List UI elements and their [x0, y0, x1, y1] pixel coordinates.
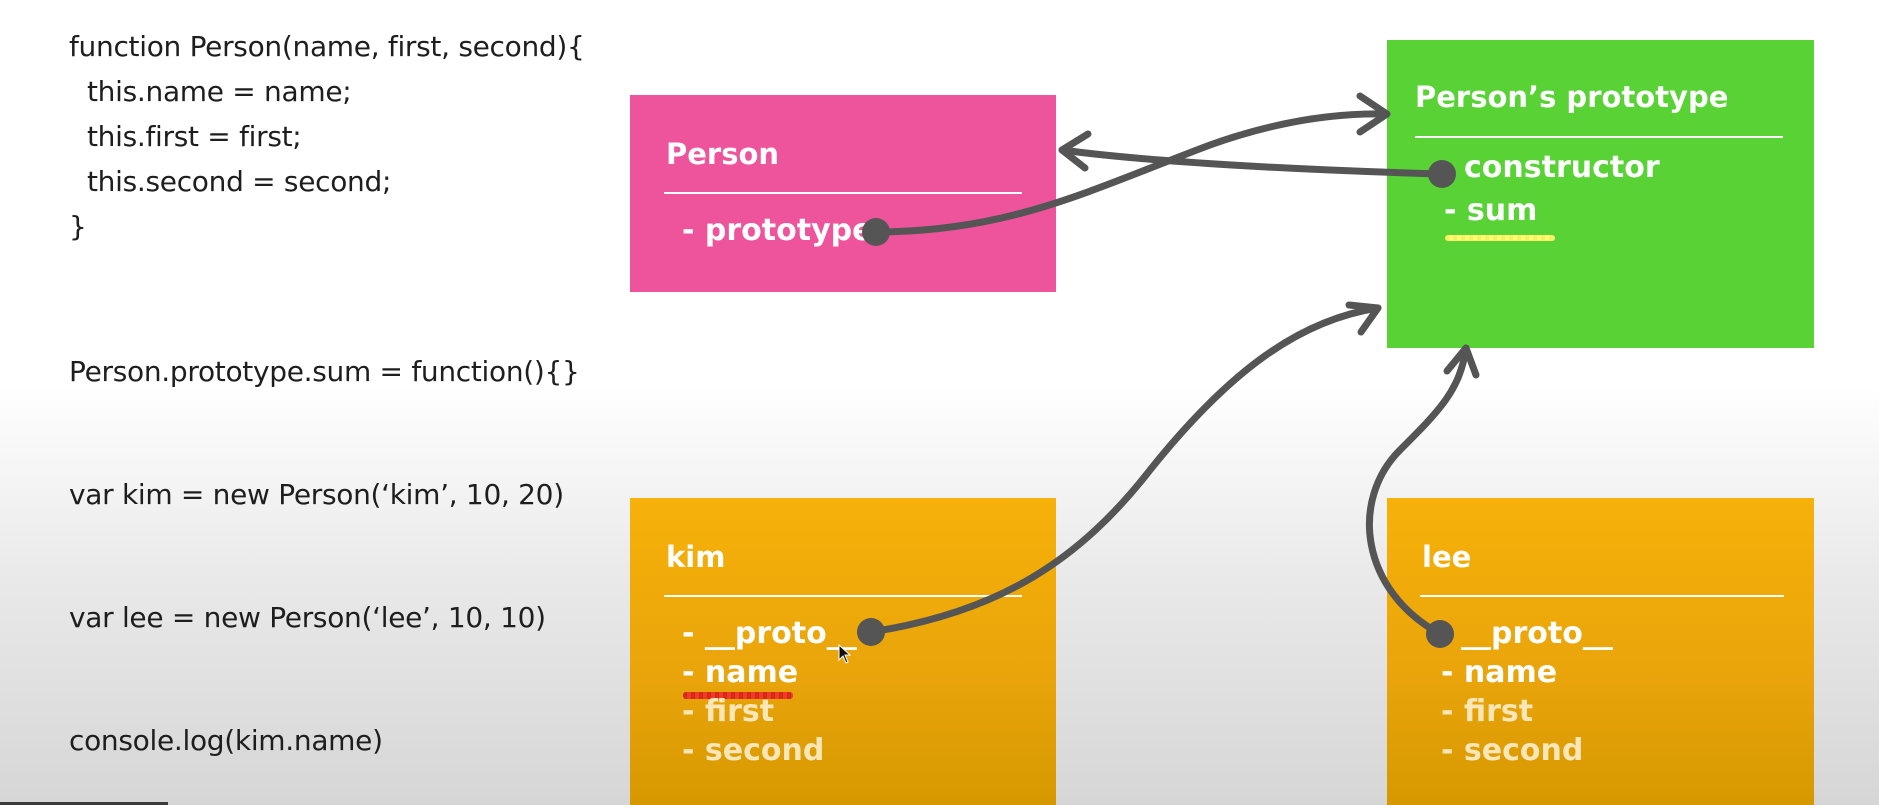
code-line-kim: var kim = new Person(‘kim’, 10, 20): [69, 478, 564, 511]
code-panel: function Person(name, first, second){ th…: [69, 24, 629, 763]
lee-name-item: - name: [1441, 655, 1558, 690]
progress-bar: [0, 802, 168, 805]
name-highlight: [683, 692, 793, 699]
prototype-constructor-item: constructor: [1464, 150, 1660, 185]
lee-first-item: - first: [1441, 694, 1534, 729]
kim-title: kim: [666, 540, 726, 574]
connector-dot: [857, 618, 885, 646]
arrowhead: [1345, 301, 1382, 336]
arrow-prototype-to-proto: [871, 110, 1390, 236]
prototype-box: Person’s prototype constructor - sum: [1387, 40, 1814, 348]
arrow-lee-proto: [1366, 344, 1470, 638]
code-line: function Person(name, first, second){: [69, 30, 585, 63]
connector-dot: [1428, 160, 1456, 188]
prototype-sum-item: - sum: [1444, 193, 1538, 228]
code-line-sum: Person.prototype.sum = function(){}: [69, 355, 580, 388]
arrowhead: [1356, 92, 1391, 136]
person-prototype-item: - prototype: [682, 213, 873, 248]
person-box: Person - prototype: [630, 95, 1056, 292]
person-title: Person: [666, 137, 780, 171]
code-line-console: console.log(kim.name): [69, 724, 383, 757]
kim-second-item: - second: [682, 733, 825, 768]
lee-second-item: - second: [1441, 733, 1584, 768]
lee-proto-item: __proto__: [1461, 616, 1613, 651]
code-line: this.name = name;: [87, 75, 352, 108]
divider: [1420, 595, 1784, 597]
kim-proto-item: - __proto__: [682, 616, 857, 651]
code-line: this.first = first;: [87, 120, 302, 153]
code-line-lee: var lee = new Person(‘lee’, 10, 10): [69, 601, 546, 634]
code-line: this.second = second;: [87, 165, 392, 198]
lee-title: lee: [1422, 540, 1472, 574]
arrow-kim-proto: [867, 304, 1382, 636]
arrow-constructor-to-person: [1058, 146, 1446, 178]
code-line: }: [69, 210, 87, 243]
lee-box: lee __proto__ - name - first - second: [1387, 498, 1814, 805]
connector-dot: [1426, 620, 1454, 648]
divider: [664, 595, 1022, 597]
kim-first-item: - first: [682, 694, 775, 729]
arrowhead: [1443, 344, 1480, 379]
prototype-title: Person’s prototype: [1415, 80, 1729, 114]
divider: [664, 192, 1022, 194]
divider: [1415, 136, 1783, 138]
arrowhead: [1058, 130, 1092, 172]
mouse-cursor-icon: [838, 644, 852, 664]
connector-dot: [862, 218, 890, 246]
sum-highlight: [1445, 235, 1555, 241]
kim-name-item: - name: [682, 655, 799, 690]
